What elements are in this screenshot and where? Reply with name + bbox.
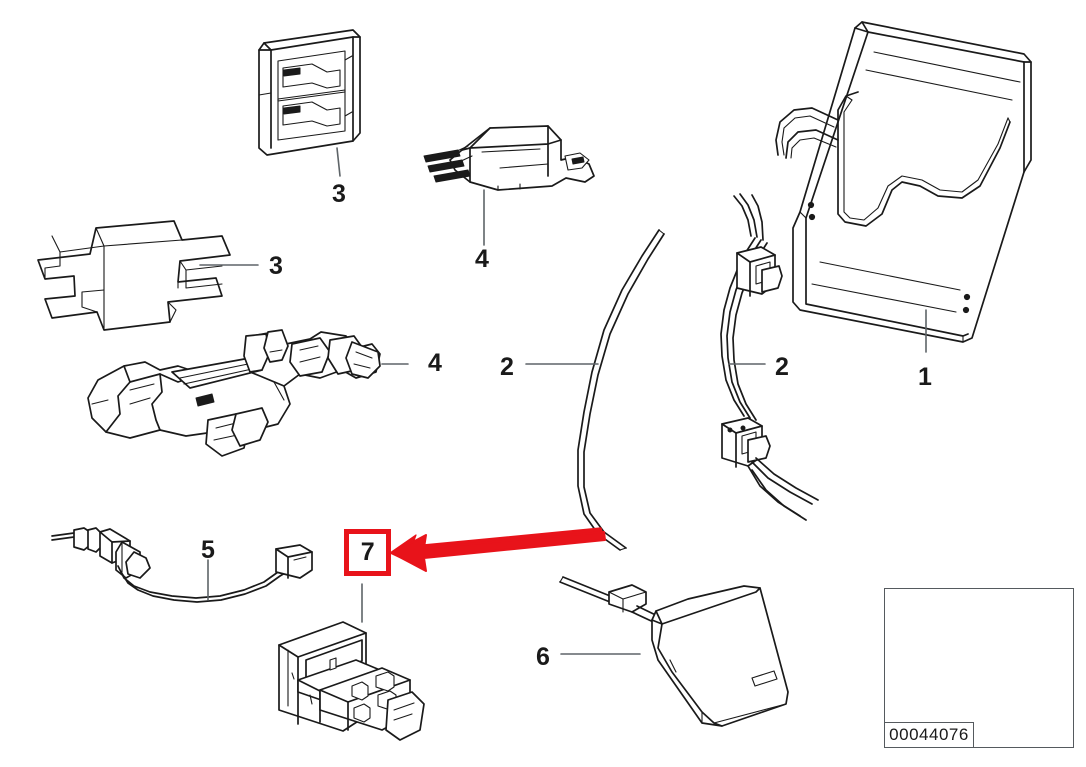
part-seat-frame-bracket bbox=[87, 329, 381, 457]
part-connector-housing bbox=[258, 29, 361, 156]
diagram-id-text: 00044076 bbox=[889, 725, 969, 744]
callout-3b: 3 bbox=[269, 252, 283, 280]
part-seat-back-heating-mat bbox=[775, 21, 1032, 343]
callout-3a: 3 bbox=[332, 180, 346, 208]
callout-2b: 2 bbox=[775, 353, 789, 381]
callout-4a: 4 bbox=[475, 245, 489, 273]
callout-7: 7 bbox=[360, 538, 375, 566]
vehicle-location-inset bbox=[884, 588, 1074, 748]
highlight-arrow bbox=[389, 527, 606, 572]
leader-line-3a bbox=[336, 147, 341, 177]
callout-4b: 4 bbox=[428, 349, 442, 377]
callout-2a: 2 bbox=[500, 353, 514, 381]
callout-5: 5 bbox=[201, 536, 215, 564]
part-wiring-harness bbox=[720, 193, 819, 521]
part-wedge-sensor-module bbox=[559, 576, 789, 727]
callout-6: 6 bbox=[536, 643, 550, 671]
part-control-relay bbox=[278, 621, 425, 741]
diagram-id-box: 00044076 bbox=[884, 722, 974, 748]
part-cross-shaped-pad bbox=[37, 220, 231, 331]
part-sensor-cable-assembly bbox=[51, 527, 313, 603]
callout-1: 1 bbox=[918, 363, 932, 391]
highlight-box-7[interactable]: 7 bbox=[344, 529, 391, 576]
part-heater-cable bbox=[577, 229, 665, 551]
part-terminal-contact-set bbox=[423, 125, 595, 191]
